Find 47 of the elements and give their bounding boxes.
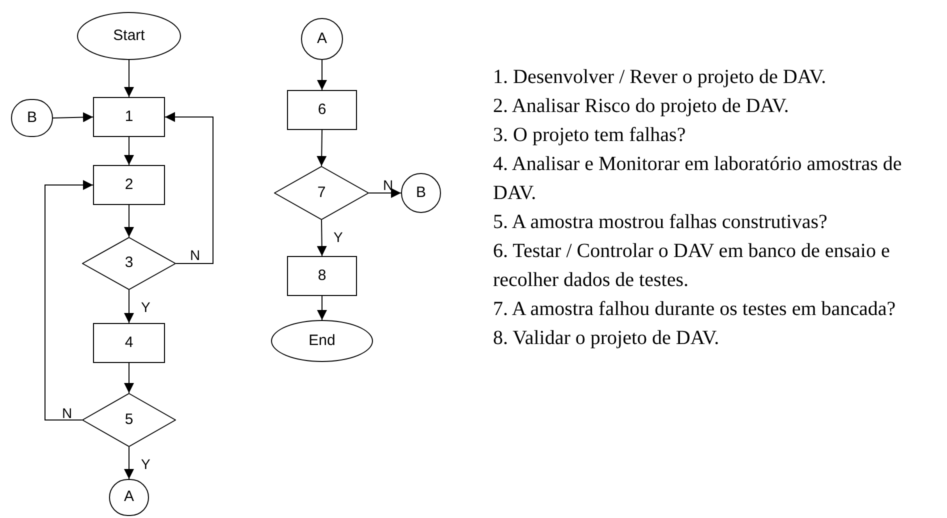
node-label: 7 xyxy=(317,182,326,203)
arrow xyxy=(164,112,214,264)
node-label: 3 xyxy=(124,253,134,274)
step-description: 2. Analisar Risco do projeto de DAV. xyxy=(493,94,790,119)
step-description: 7. A amostra falhou durante os testes em bancada? xyxy=(493,297,897,322)
step-description: 4. Analisar e Monitorar em laboratório amostras de DAV. xyxy=(493,152,903,206)
edge-label: Y xyxy=(334,230,343,244)
process-box xyxy=(93,97,165,137)
edge-label: N xyxy=(190,248,200,262)
arrow xyxy=(317,296,327,320)
edge-label: Y xyxy=(141,457,150,471)
arrow xyxy=(124,362,134,394)
node-label: 6 xyxy=(318,100,326,120)
arrow xyxy=(124,446,134,480)
arrow xyxy=(317,60,327,90)
step-description: 5. A amostra mostrou falhas construtivas? xyxy=(493,210,828,235)
node-label: Start xyxy=(113,26,145,46)
arrow xyxy=(124,136,134,166)
process-box xyxy=(287,90,357,130)
step-description: 8. Validar o projeto de DAV. xyxy=(493,326,720,351)
arrow xyxy=(124,204,134,238)
arrow xyxy=(124,60,134,98)
arrow xyxy=(44,180,94,420)
node-label: 5 xyxy=(124,410,134,430)
node-label: End xyxy=(308,330,336,351)
arrow xyxy=(124,290,134,324)
arrow xyxy=(368,188,402,198)
node-label: A xyxy=(124,487,134,508)
process-box xyxy=(93,165,165,205)
step-description: 6. Testar / Controlar o DAV em banco de ensaio e recolher dados de testes. xyxy=(493,239,891,293)
node-label: 8 xyxy=(318,266,326,286)
edge-label: N xyxy=(383,178,394,192)
arrow xyxy=(316,130,327,166)
edge-label: N xyxy=(62,406,72,420)
process-box xyxy=(93,323,165,363)
node-label: 1 xyxy=(124,106,134,127)
step-description: 1. Desenvolver / Rever o projeto de DAV. xyxy=(493,65,828,90)
node-label: 2 xyxy=(124,174,134,195)
node-label: A xyxy=(316,28,327,49)
process-box xyxy=(287,256,357,296)
node-label: B xyxy=(416,182,426,203)
edge-label: Y xyxy=(141,300,150,314)
node-label: B xyxy=(26,108,37,128)
arrow xyxy=(52,112,94,122)
arrow xyxy=(316,220,327,256)
node-label: 4 xyxy=(124,332,134,353)
step-description: 3. O projeto tem falhas? xyxy=(493,123,687,148)
